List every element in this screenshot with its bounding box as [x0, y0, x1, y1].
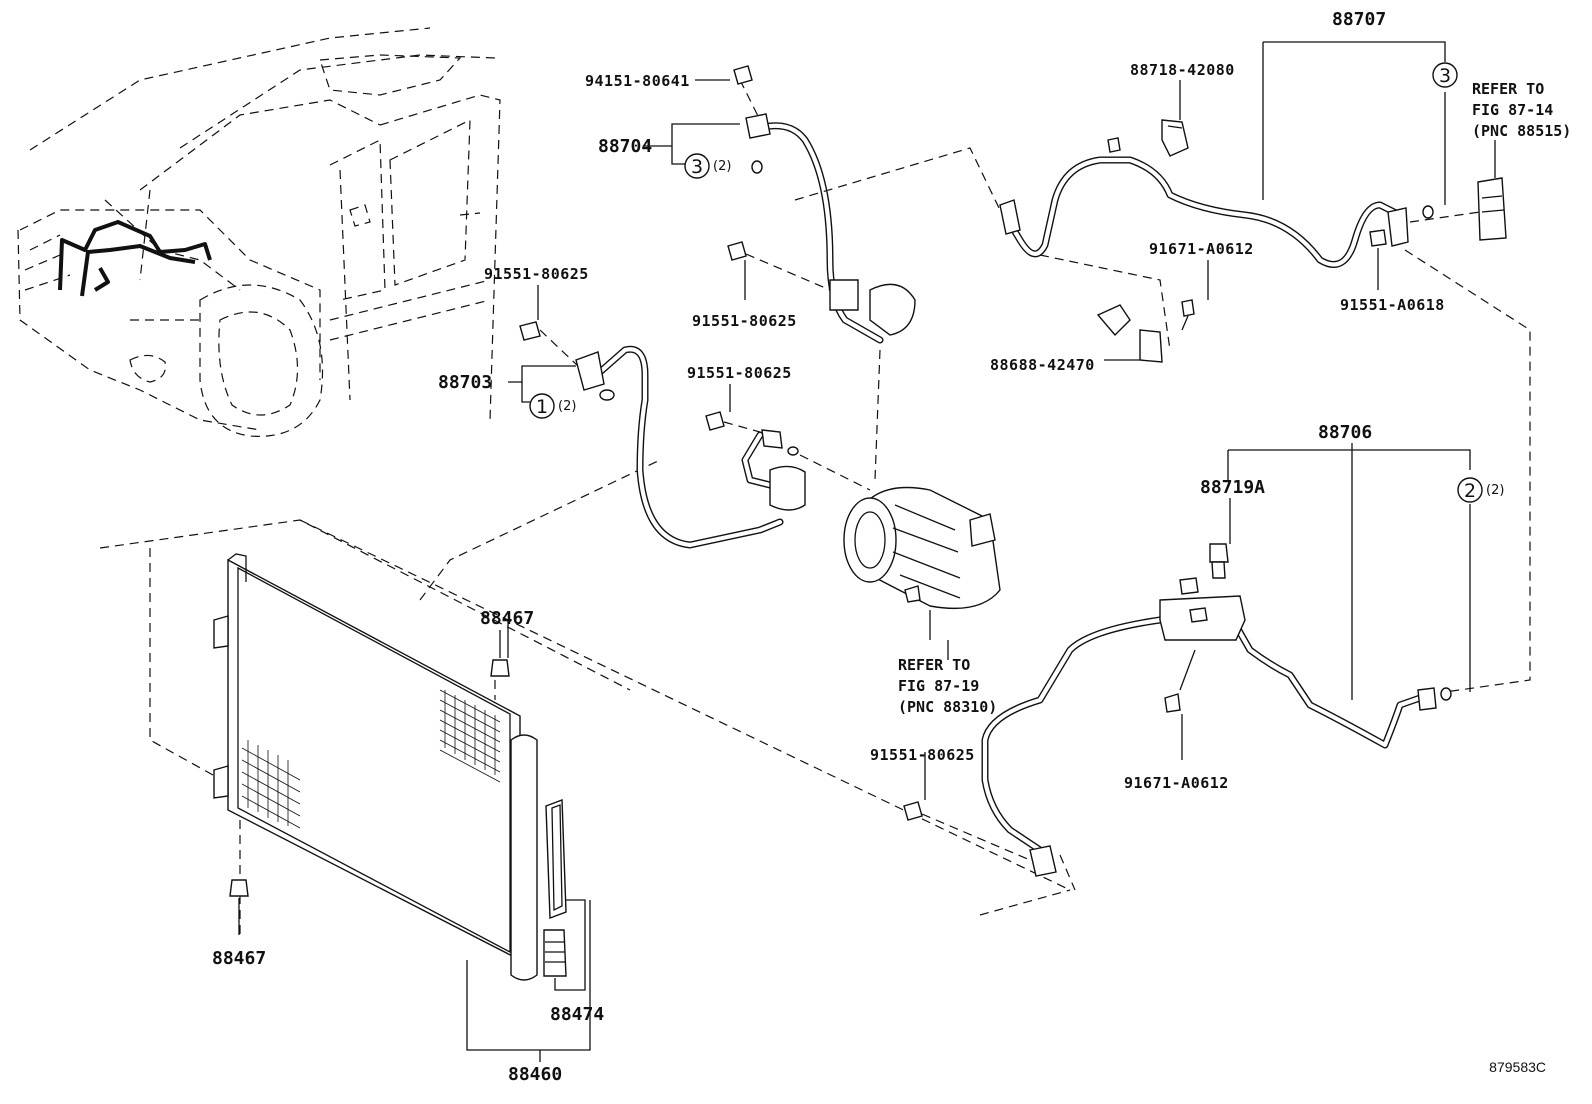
label-88467-top[interactable]: 88467 [480, 608, 534, 629]
bolt-91551-80625-c[interactable] [727, 241, 831, 291]
bolt-91551-80625-a[interactable] [519, 321, 579, 367]
callout-2-88706: 2 (2) [1457, 477, 1504, 503]
svg-text:2: 2 [1464, 480, 1476, 502]
label-91551-80625-a[interactable]: 91551-80625 [484, 265, 589, 283]
svg-text:(2): (2) [1486, 483, 1504, 498]
leader-lines [466, 41, 1471, 1062]
label-91671-A0612-b[interactable]: 91671-A0612 [1124, 774, 1229, 792]
compressor-ref-88310[interactable] [843, 349, 1001, 640]
condenser-88460[interactable] [99, 459, 1071, 981]
label-88719A[interactable]: 88719A [1200, 477, 1265, 498]
hose-88703[interactable] [575, 345, 784, 549]
label-88467-bottom[interactable]: 88467 [212, 948, 266, 969]
svg-text:FIG 87-14: FIG 87-14 [1472, 101, 1553, 119]
pipe-88707[interactable] [999, 137, 1531, 693]
svg-text:(PNC 88515): (PNC 88515) [1472, 122, 1571, 140]
svg-text:1: 1 [536, 396, 548, 418]
vehicle-illustration [17, 27, 501, 437]
bolt-91551-80625-d[interactable] [903, 801, 1031, 861]
svg-text:(2): (2) [713, 159, 731, 174]
label-88474[interactable]: 88474 [550, 1004, 604, 1025]
svg-text:(2): (2) [558, 399, 576, 414]
label-91551-A0618[interactable]: 91551-A0618 [1340, 296, 1445, 314]
label-91551-80625-c[interactable]: 91551-80625 [692, 312, 797, 330]
callout-3-88704: 3 (2) [684, 153, 763, 179]
label-88460[interactable]: 88460 [508, 1064, 562, 1085]
callout-1-88703: 1 (2) [529, 393, 576, 419]
bracket-88718-42080[interactable] [1161, 119, 1189, 157]
label-88704[interactable]: 88704 [598, 136, 652, 157]
bracket-88688-42470[interactable] [1096, 304, 1163, 363]
bushing-88467-top[interactable] [490, 630, 510, 677]
label-91551-80625-b[interactable]: 91551-80625 [687, 364, 792, 382]
label-88706[interactable]: 88706 [1318, 422, 1372, 443]
reference-expansion-valve[interactable]: REFER TO FIG 87-14 (PNC 88515) [1472, 80, 1571, 140]
bushing-88467-bottom[interactable] [229, 879, 249, 935]
svg-text:3: 3 [691, 156, 703, 178]
svg-text:(PNC 88310): (PNC 88310) [898, 698, 997, 716]
filter-88474[interactable] [543, 899, 586, 991]
pipe-88706[interactable] [981, 595, 1452, 891]
svg-text:FIG 87-19: FIG 87-19 [898, 677, 979, 695]
label-94151-80641[interactable]: 94151-80641 [585, 72, 690, 90]
figure-id: 879583C [1489, 1059, 1546, 1075]
expansion-valve-ref-88515[interactable] [1477, 140, 1507, 241]
bolt-91671-A0612-a[interactable] [1181, 299, 1195, 331]
svg-text:3: 3 [1439, 65, 1451, 87]
hose-88704[interactable] [739, 79, 1001, 344]
label-91671-A0612-a[interactable]: 91671-A0612 [1149, 240, 1254, 258]
svg-text:REFER TO: REFER TO [1472, 80, 1544, 98]
svg-text:REFER TO: REFER TO [898, 656, 970, 674]
label-88703[interactable]: 88703 [438, 372, 492, 393]
label-88688-42470[interactable]: 88688-42470 [990, 356, 1095, 374]
reference-compressor[interactable]: REFER TO FIG 87-19 (PNC 88310) [898, 656, 997, 716]
label-88707[interactable]: 88707 [1332, 9, 1386, 30]
label-88718-42080[interactable]: 88718-42080 [1130, 61, 1235, 79]
sensor-88719A[interactable] [1179, 543, 1229, 595]
muffler-hose[interactable] [741, 429, 871, 511]
bolt-91551-A0618[interactable] [1369, 229, 1387, 290]
bolt-91551-80625-b[interactable] [705, 411, 761, 433]
callout-3-88707: 3 [1432, 62, 1458, 88]
label-91551-80625-d[interactable]: 91551-80625 [870, 746, 975, 764]
bolt-94151-80641[interactable] [733, 65, 753, 85]
bolt-91671-A0612-b[interactable] [1164, 649, 1196, 713]
